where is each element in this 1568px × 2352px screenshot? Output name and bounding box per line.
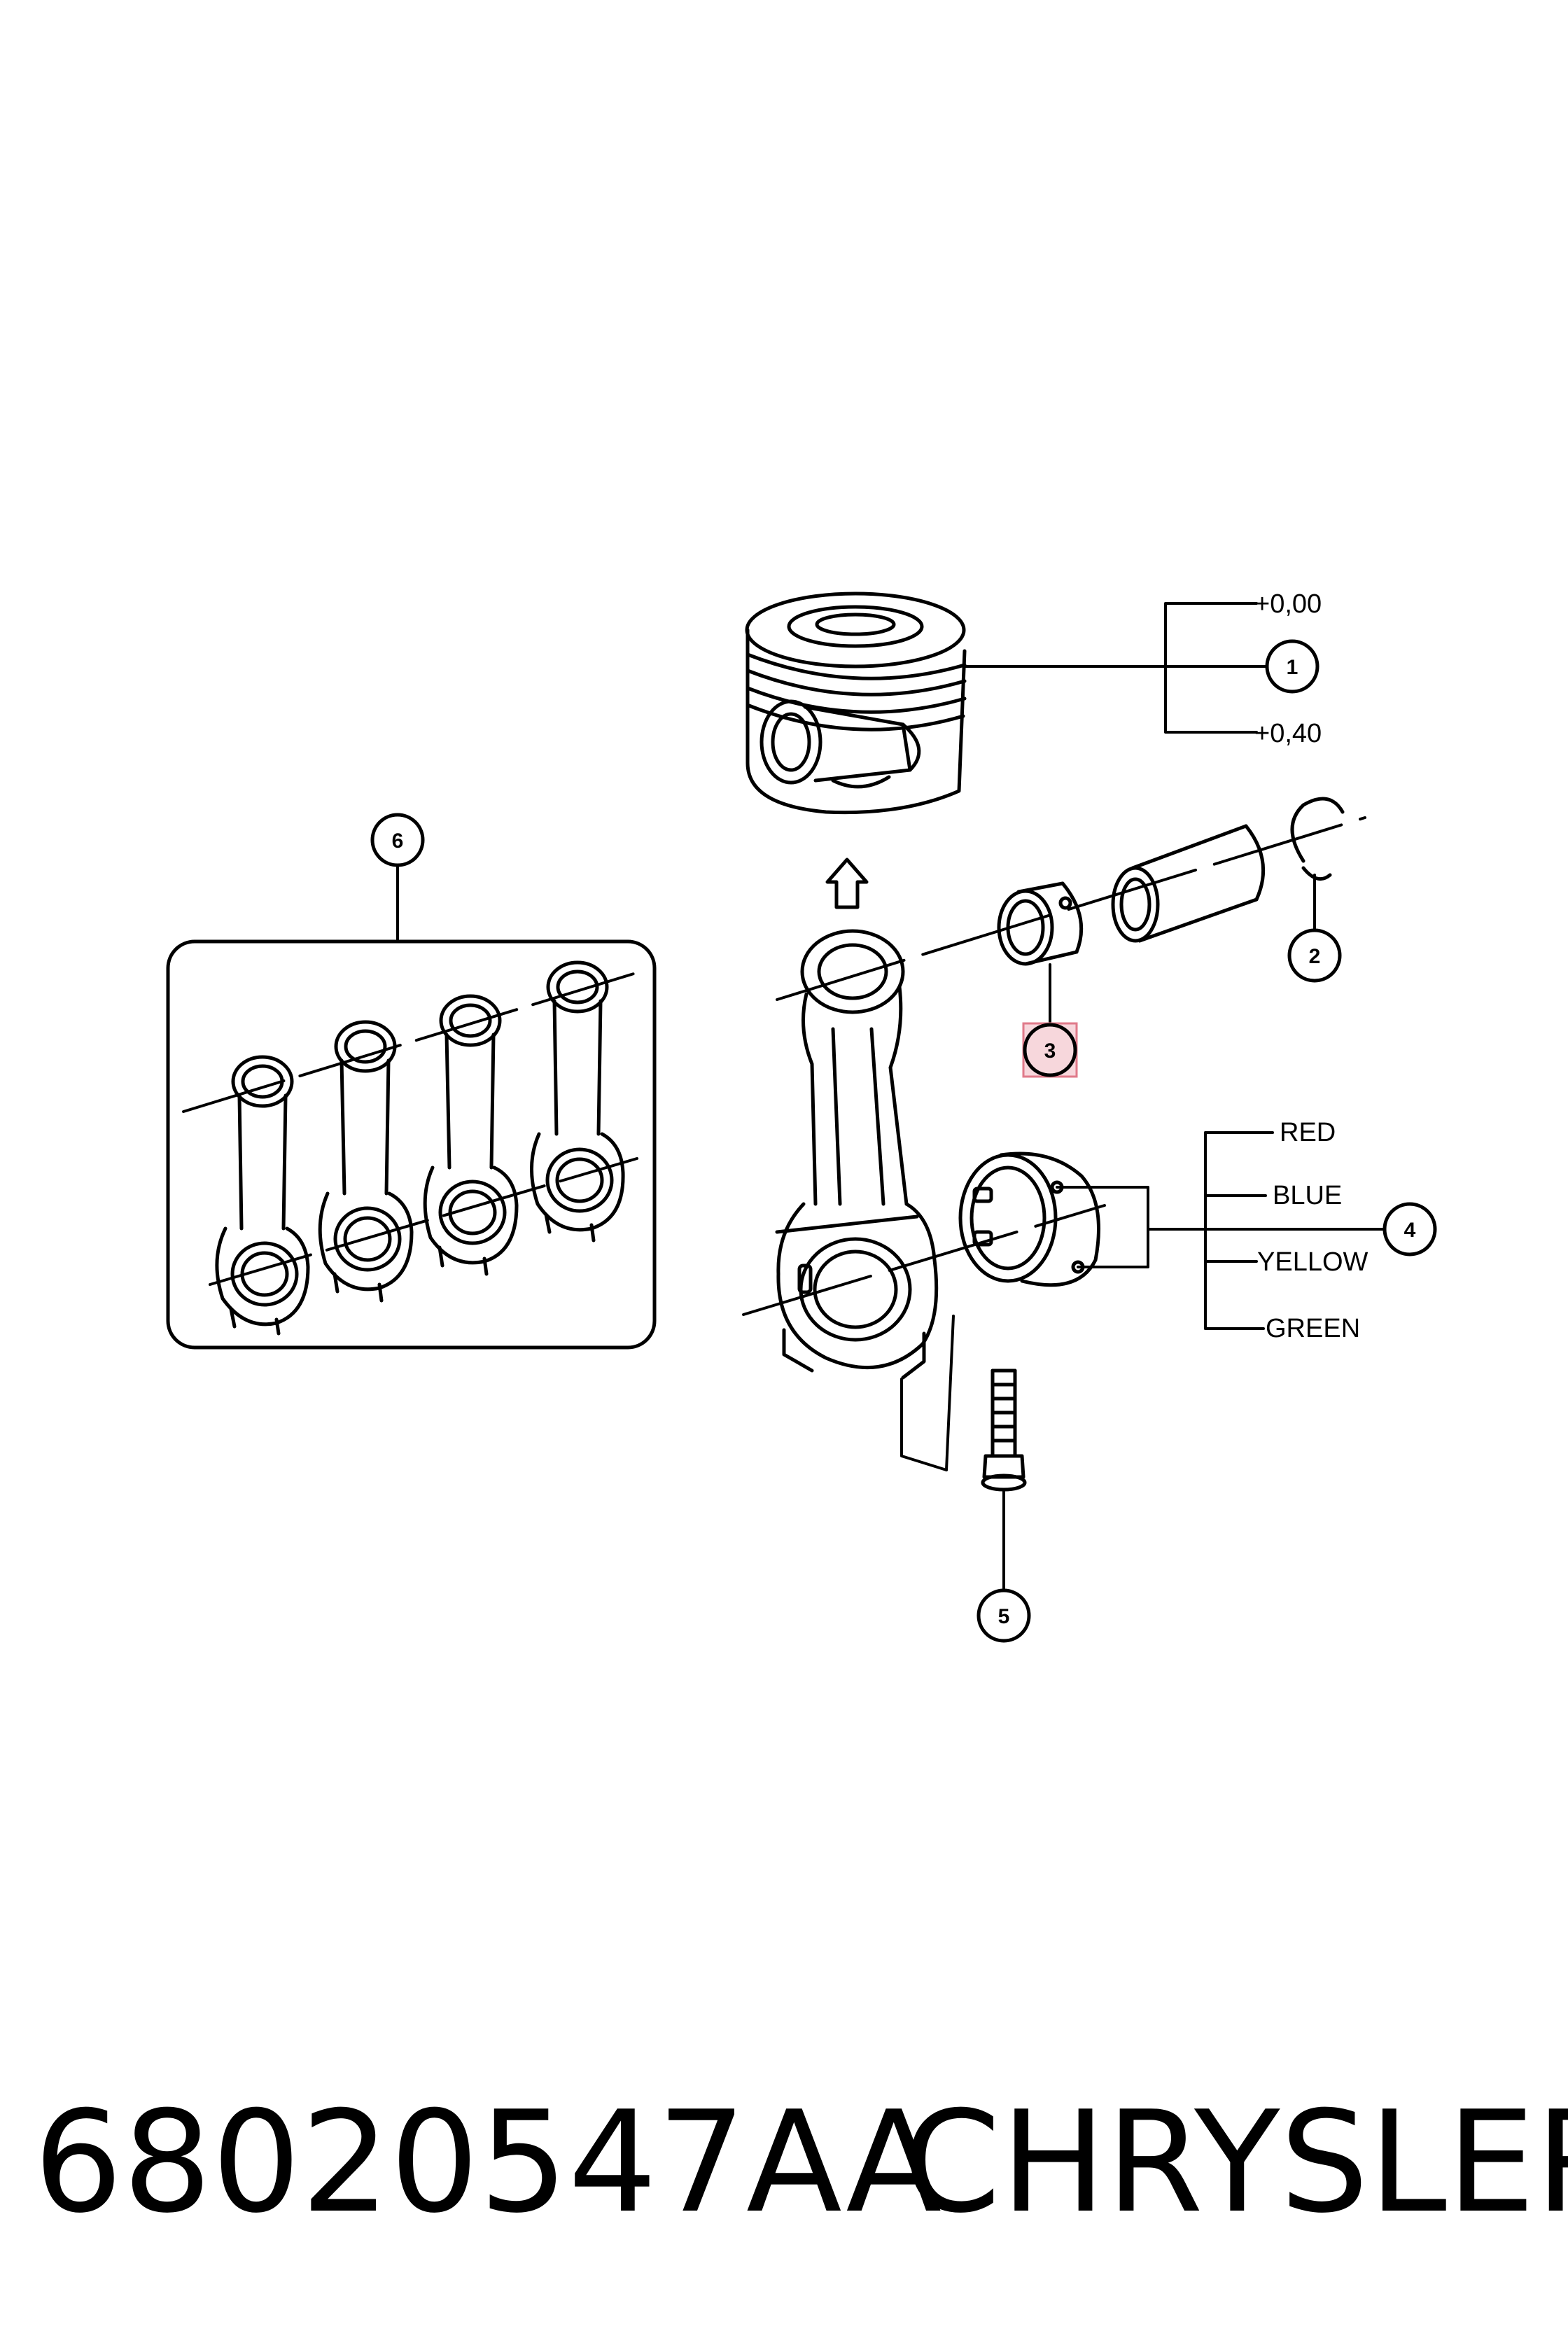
part-number: 68020547AA	[34, 2081, 942, 2244]
svg-text:3: 3	[1044, 1040, 1056, 1063]
snap-ring	[1290, 797, 1345, 931]
piston-size-label-std: +0,00	[1254, 589, 1322, 619]
callout-3[interactable]: 3	[1022, 1022, 1078, 1078]
kit-rod-2	[318, 1020, 414, 1303]
piston-size-label-oversize: +0,40	[1254, 719, 1322, 748]
svg-text:5: 5	[998, 1605, 1010, 1628]
callout-6[interactable]: 6	[370, 813, 425, 867]
piston-pin	[1111, 824, 1266, 943]
up-arrow-icon	[825, 858, 869, 909]
piston	[745, 592, 967, 815]
svg-text:4: 4	[1404, 1219, 1416, 1242]
kit-rod-4	[529, 960, 625, 1242]
bearing-color-bracket	[1204, 1131, 1274, 1330]
callout-2[interactable]: 2	[1287, 928, 1342, 983]
callout-5[interactable]: 5	[976, 1588, 1031, 1643]
svg-text:2: 2	[1309, 945, 1321, 968]
footer: 68020547AA CHRYSLER	[0, 2072, 1568, 2254]
callout-1[interactable]: 1	[1265, 639, 1320, 694]
bearing-shells	[958, 1152, 1386, 1287]
callout-4[interactable]: 4	[1382, 1202, 1437, 1256]
svg-text:6: 6	[392, 830, 404, 853]
piston-size-leaders	[962, 602, 1268, 734]
kit-rod-1	[215, 1055, 310, 1336]
kit-rod-3	[423, 994, 519, 1276]
svg-text:1: 1	[1287, 656, 1298, 679]
bearing-color-red: RED	[1280, 1118, 1336, 1147]
brand-name: CHRYSLER	[903, 2081, 1568, 2244]
rod-set-kit	[166, 862, 657, 1350]
rod-bolt	[981, 1368, 1027, 1592]
connecting-rod	[775, 929, 939, 1380]
bearing-color-yellow: YELLOW	[1257, 1247, 1368, 1277]
small-end-bushing	[997, 881, 1084, 1023]
bolt-bracket	[900, 1378, 948, 1471]
bearing-color-blue: BLUE	[1273, 1181, 1342, 1210]
bearing-color-green: GREEN	[1266, 1314, 1360, 1343]
